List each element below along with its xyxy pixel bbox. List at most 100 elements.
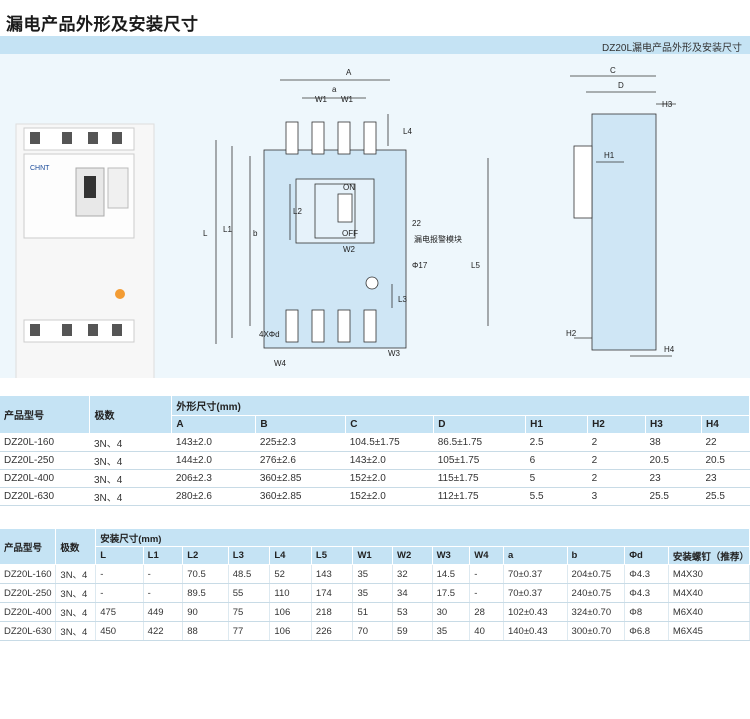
dim-D: D xyxy=(618,81,624,90)
table-cell: 143 xyxy=(311,564,354,584)
table-cell: 35 xyxy=(432,621,471,641)
dim-A: A xyxy=(346,68,352,77)
label-on: ON xyxy=(343,183,355,192)
table-cell: 30 xyxy=(432,602,471,622)
dim-a: a xyxy=(332,85,337,94)
table-cell: 110 xyxy=(269,583,312,603)
table-cell: 115±1.75 xyxy=(433,469,526,488)
table-cell: 5.5 xyxy=(525,487,588,506)
table-cell: 89.5 xyxy=(182,583,229,603)
table-cell: M6X45 xyxy=(668,621,750,641)
column-header: W1 xyxy=(352,546,394,565)
dim-L2: L2 xyxy=(293,207,302,216)
header-model: 产品型号 xyxy=(0,396,91,434)
table-cell: 140±0.43 xyxy=(503,621,568,641)
table-cell: 40 xyxy=(469,621,504,641)
table-cell: 2.5 xyxy=(525,433,588,452)
table-cell: DZ20L-400 xyxy=(0,469,90,488)
table-cell: 102±0.43 xyxy=(503,602,568,622)
dim-H1: H1 xyxy=(604,151,615,160)
table-cell: 20.5 xyxy=(645,451,702,470)
table-cell: 77 xyxy=(228,621,271,641)
table-cell: 22 xyxy=(701,433,750,452)
product-photo: CHNT xyxy=(15,123,155,378)
section-banner: DZ20L漏电产品外形及安装尺寸 xyxy=(0,36,750,54)
dim-W3: W3 xyxy=(388,349,401,358)
column-header: H3 xyxy=(645,415,702,434)
table-cell: 204±0.75 xyxy=(567,564,626,584)
dim-H4: H4 xyxy=(664,345,675,354)
table-cell: 3N、4 xyxy=(55,583,97,603)
table-cell: 144±2.0 xyxy=(171,451,256,470)
table-cell: - xyxy=(95,564,144,584)
table-cell: 106 xyxy=(269,621,312,641)
dim-W1b: W1 xyxy=(341,95,354,104)
table-cell: 3N、4 xyxy=(89,451,172,470)
table-cell: 34 xyxy=(392,583,433,603)
column-header: L xyxy=(95,546,144,565)
drawing-panel: CHNT xyxy=(0,54,750,378)
dimension-drawing: CHNT xyxy=(15,66,676,378)
dim-22: 22 xyxy=(412,219,421,228)
table-cell: 35 xyxy=(352,564,394,584)
column-header: W4 xyxy=(469,546,504,565)
dim-L5: L5 xyxy=(471,261,480,270)
table-cell: 2 xyxy=(587,451,646,470)
header-group: 外形尺寸(mm) xyxy=(171,396,750,416)
table-cell: 3N、4 xyxy=(55,621,97,641)
table-cell: 17.5 xyxy=(432,583,471,603)
table-cell: 143±2.0 xyxy=(345,451,434,470)
column-header: W2 xyxy=(392,546,433,565)
table-cell: 174 xyxy=(311,583,354,603)
table-cell: 104.5±1.75 xyxy=(345,433,434,452)
column-header: L5 xyxy=(311,546,354,565)
table-cell: 300±0.70 xyxy=(567,621,626,641)
label-off: OFF xyxy=(342,229,358,238)
table-cell: M4X30 xyxy=(668,564,750,584)
table-cell: 28 xyxy=(469,602,504,622)
column-header: a xyxy=(503,546,568,565)
table-cell: - xyxy=(469,583,504,603)
dim-phi17: Φ17 xyxy=(412,261,428,270)
table-cell: DZ20L-250 xyxy=(0,451,90,470)
table-cell: 2 xyxy=(587,433,646,452)
table-cell: 206±2.3 xyxy=(171,469,256,488)
table-cell: 450 xyxy=(95,621,144,641)
table-cell: 218 xyxy=(311,602,354,622)
column-header: b xyxy=(567,546,626,565)
table-cell: 38 xyxy=(645,433,702,452)
table-cell: 280±2.6 xyxy=(171,487,256,506)
table-cell: 48.5 xyxy=(228,564,271,584)
column-header: B xyxy=(255,415,347,434)
table-cell: 226 xyxy=(311,621,354,641)
header-poles-2: 极数 xyxy=(55,529,97,565)
table-cell: 240±0.75 xyxy=(567,583,626,603)
table-cell: 152±2.0 xyxy=(345,469,434,488)
column-header: C xyxy=(345,415,435,434)
table-cell: 70±0.37 xyxy=(503,564,568,584)
dim-C: C xyxy=(610,66,616,75)
table-cell: 75 xyxy=(228,602,271,622)
table-cell: 3N、4 xyxy=(55,602,97,622)
table-cell: - xyxy=(143,583,184,603)
table-cell: Φ6.8 xyxy=(624,621,669,641)
table-cell: 23 xyxy=(701,469,750,488)
table-cell: 51 xyxy=(352,602,394,622)
column-header: L4 xyxy=(269,546,312,565)
table-cell: 55 xyxy=(228,583,271,603)
table-cell: 152±2.0 xyxy=(345,487,434,506)
table-cell: - xyxy=(95,583,144,603)
table-cell: - xyxy=(143,564,184,584)
dim-L1: L1 xyxy=(223,225,232,234)
table-cell: M4X40 xyxy=(668,583,750,603)
table-cell: 475 xyxy=(95,602,144,622)
table-cell: DZ20L-250 xyxy=(0,583,57,603)
column-header: Φd xyxy=(624,546,669,565)
dim-W4: W4 xyxy=(274,359,287,368)
